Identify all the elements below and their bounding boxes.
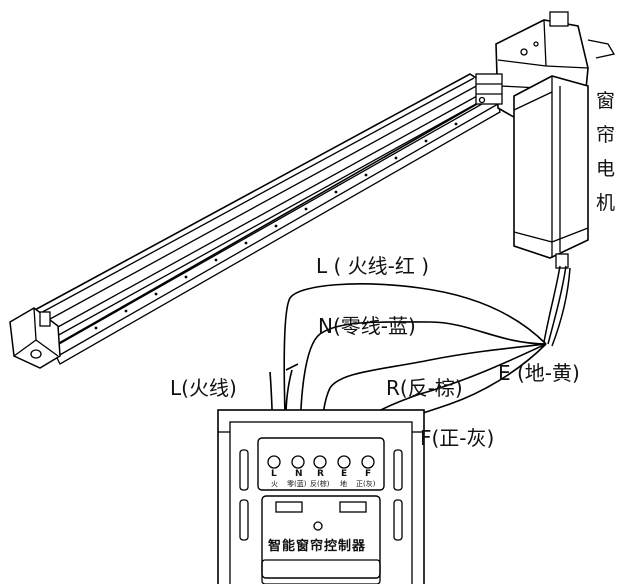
terminal-code-n: N xyxy=(295,469,303,479)
rail-bracket-dots xyxy=(94,122,458,330)
wire-live-red xyxy=(283,283,547,447)
motor-body xyxy=(513,75,589,269)
wire-label-live: L ( 火线-红 ) xyxy=(316,254,430,278)
wire-neutral-blue xyxy=(299,321,547,447)
motor-label-char-1: 窗 xyxy=(596,90,616,112)
wire-reverse-brown xyxy=(319,343,547,447)
terminal-code-r: R xyxy=(317,469,324,479)
wire-label-earth: E (地-黄) xyxy=(498,361,580,385)
motor-label-char-4: 机 xyxy=(596,192,616,214)
terminal-code-f: F xyxy=(365,469,372,479)
terminal-code-e: E xyxy=(341,469,348,479)
curtain-rail xyxy=(9,73,501,369)
terminal-sub-e: 地 xyxy=(340,480,347,488)
wire-label-forward: F(正-灰) xyxy=(420,426,495,450)
wire-label-neutral: N(零线-蓝) xyxy=(318,314,416,338)
terminal-code-l: L xyxy=(271,469,277,479)
terminal-sub-r: 反(棕) xyxy=(310,480,330,488)
controller-box xyxy=(217,409,425,584)
motor-label-char-2: 帘 xyxy=(596,124,616,146)
controller-title: 智能窗帘控制器 xyxy=(268,539,367,554)
rail-left-end-cap xyxy=(9,307,61,369)
terminal-sub-l: 火 xyxy=(271,480,278,488)
motor-label-char-3: 电 xyxy=(596,158,616,180)
wire-label-input-live: L(火线) xyxy=(170,376,237,400)
terminal-sub-n: 零(蓝) xyxy=(287,480,307,488)
terminal-sub-f: 正(灰) xyxy=(356,480,376,488)
motor-cable xyxy=(543,265,571,347)
wire-label-reverse: R(反-棕) xyxy=(386,376,463,400)
